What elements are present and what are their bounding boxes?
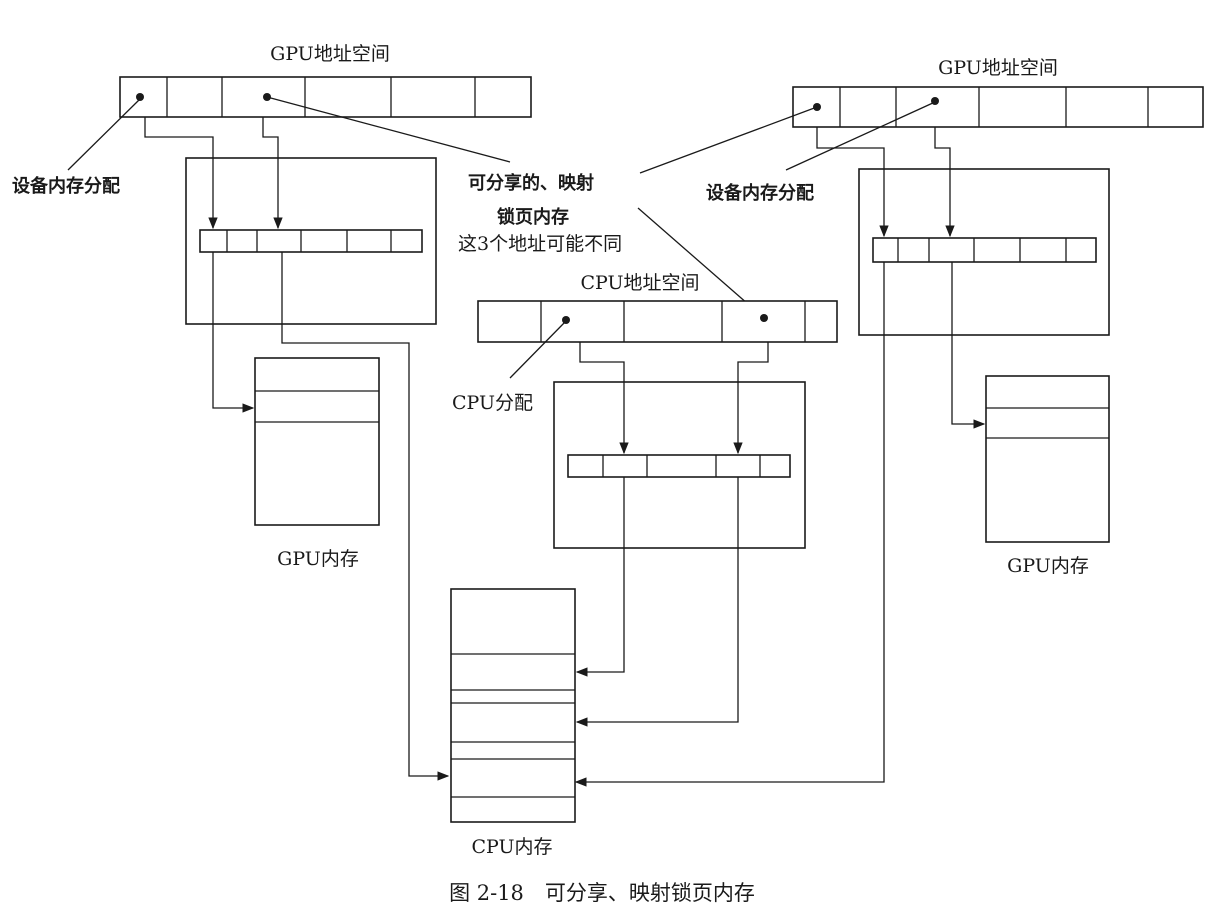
arrow-cpu-addr-to-pt-1 — [579, 342, 629, 455]
figure-caption: 图 2-18 可分享、映射锁页内存 — [449, 881, 755, 905]
gpu-memory-right — [985, 375, 1110, 543]
arrow-right-pt-to-cpumem — [574, 262, 885, 787]
arrow-cpu-pt-to-cpumem-1 — [575, 477, 625, 677]
device-alloc-right-label: 设备内存分配 — [706, 182, 814, 204]
gpu-memory-left-label: GPU内存 — [277, 548, 359, 570]
gpu-address-space-left-bar — [119, 76, 532, 118]
arrow-right-addr-to-pt-2 — [934, 127, 955, 238]
cpu-address-space-bar — [477, 300, 838, 343]
arrow-right-addr-to-pt-1 — [816, 127, 889, 238]
device-alloc-left-leader — [67, 98, 141, 171]
cpu-alloc-label: CPU分配 — [452, 392, 533, 414]
gpu-memory-left — [254, 357, 380, 526]
device-alloc-right-leader — [785, 101, 936, 171]
shared-label-line3: 这3个地址可能不同 — [458, 233, 622, 255]
gpu-address-space-right-title: GPU地址空间 — [938, 57, 1058, 79]
page-table-cpu — [553, 381, 806, 549]
cpu-memory — [450, 588, 576, 823]
page-table-right — [858, 168, 1110, 336]
device-alloc-left-label: 设备内存分配 — [12, 175, 120, 197]
arrow-left-pt-to-gpumem — [212, 252, 255, 413]
arrow-left-addr-to-pt-1 — [144, 117, 218, 230]
gpu-address-space-left-title: GPU地址空间 — [270, 43, 390, 65]
shared-label-line1: 可分享的、映射 — [468, 172, 594, 194]
gpu-address-space-right-bar — [792, 86, 1204, 128]
shared-leader-right-gpu — [639, 106, 818, 174]
arrow-cpu-pt-to-cpumem-2 — [575, 477, 739, 727]
arrow-right-pt-to-gpumem — [951, 262, 986, 429]
arrow-left-pt-to-cpumem — [281, 252, 450, 781]
page-table-left — [185, 157, 437, 325]
cpu-address-space-title: CPU地址空间 — [580, 272, 699, 294]
shared-label-line2: 锁页内存 — [497, 206, 569, 228]
arrow-cpu-addr-to-pt-2 — [733, 342, 769, 455]
arrow-left-addr-to-pt-2 — [262, 117, 283, 230]
gpu-memory-right-label: GPU内存 — [1007, 555, 1089, 577]
cpu-alloc-leader — [509, 320, 567, 379]
shared-leader-cpu — [637, 207, 765, 319]
cpu-memory-label: CPU内存 — [471, 836, 552, 858]
shared-leader-left-gpu — [266, 96, 511, 163]
